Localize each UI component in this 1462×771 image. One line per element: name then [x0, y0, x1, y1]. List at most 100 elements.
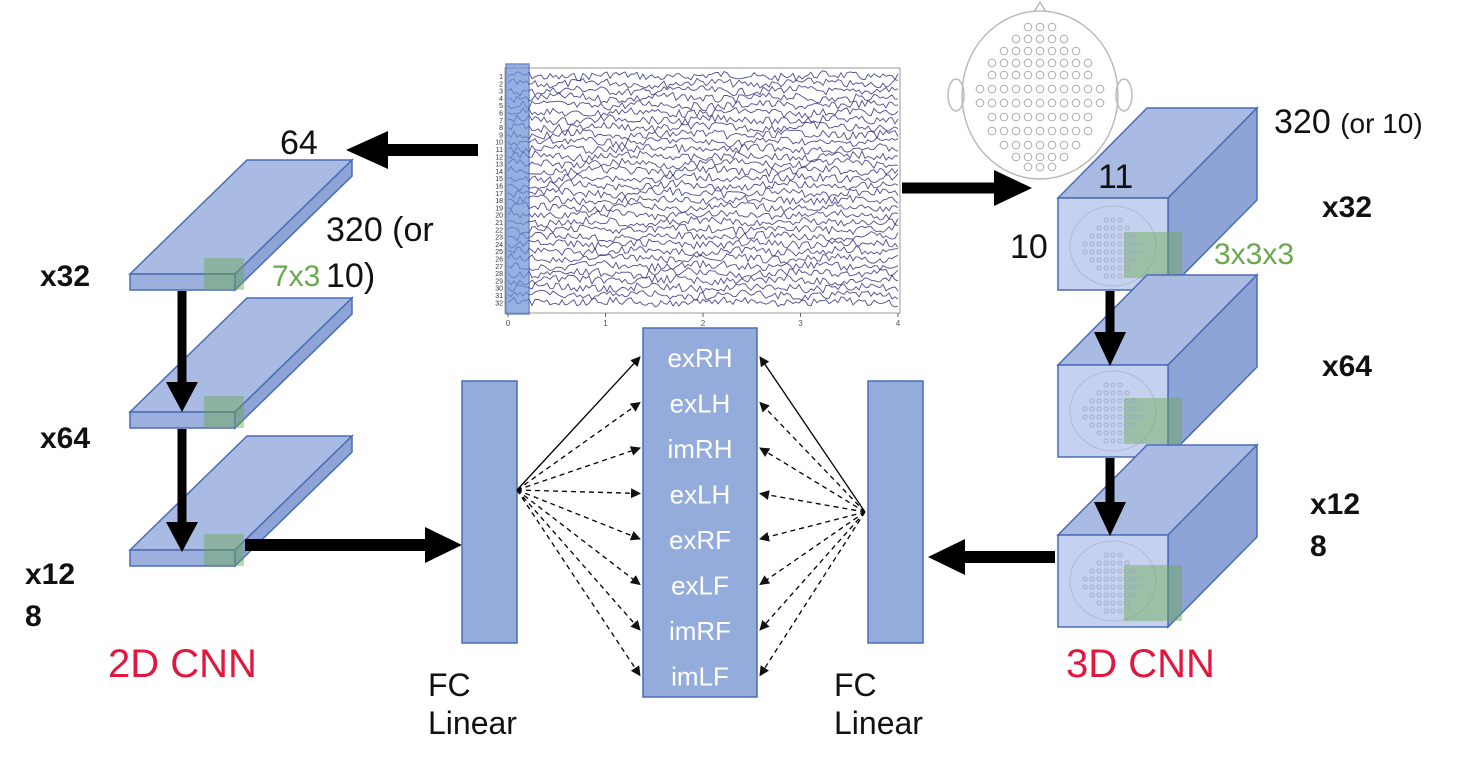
left-layer-x64: x64 [40, 422, 91, 455]
electrode-dot [1023, 152, 1033, 162]
cube-electrode-dot [1082, 414, 1088, 420]
cube-electrode-dot [1082, 249, 1088, 255]
cube-electrode-dot [1131, 398, 1137, 404]
electrode-dot [1023, 70, 1033, 80]
electrode-dot [1059, 126, 1069, 136]
cube-electrode-dot [1124, 225, 1130, 231]
fc-right-connection [759, 511, 866, 542]
electrode-dot [1023, 98, 1033, 108]
eeg-trace [507, 245, 899, 257]
cube-electrode-dot [1110, 608, 1116, 614]
cube-electrode-dot [1096, 225, 1102, 231]
left-input-dim-320-line2: 10) [326, 257, 376, 295]
electrode-dot [1035, 98, 1045, 108]
electrode-dot [1011, 112, 1021, 122]
eeg-time-tick: 3 [798, 319, 803, 328]
cube-electrode-dot [1096, 560, 1102, 566]
electrode-dot [1023, 126, 1033, 136]
cube-electrode-dot [1117, 382, 1123, 388]
eeg-channel-label: 16 [495, 184, 503, 191]
electrode-dot [1083, 126, 1093, 136]
eeg-trace [507, 216, 899, 228]
right-layer-x32: x32 [1322, 191, 1373, 224]
class-label-5: exLF [671, 571, 729, 601]
cube-electrode-dot [1110, 382, 1116, 388]
electrode-dot [1035, 70, 1045, 80]
cube-electrode-dot [1117, 608, 1123, 614]
left-layer-x32: x32 [40, 260, 91, 293]
electrode-dot [1059, 98, 1069, 108]
cube-electrode-dot [1131, 568, 1137, 574]
electrode-dot [1095, 98, 1105, 108]
cube-electrode-dot [1110, 592, 1116, 598]
eeg-trace [507, 121, 899, 134]
right-input-dim-320-value: 320 [1274, 103, 1331, 141]
eeg-channel-labels: 1234567891011121314151617181920212223242… [495, 74, 503, 307]
electrode-dot [1047, 126, 1057, 136]
eeg-channel-label: 22 [495, 227, 503, 234]
right-dim-10: 10 [1010, 228, 1048, 266]
cube-electrode-dot [1117, 273, 1123, 279]
eeg-channel-label: 24 [495, 242, 503, 249]
cube-electrode-dot [1096, 422, 1102, 428]
left-2d-cnn [128, 158, 462, 568]
eeg-trace [507, 70, 899, 83]
cube-electrode-dot [1110, 576, 1116, 582]
electrode-dot [1083, 98, 1093, 108]
eeg-channel-label: 3 [499, 89, 503, 96]
cube-electrode-dot [1110, 390, 1116, 396]
electrode-dot [1047, 152, 1057, 162]
fc-right-connection [759, 356, 866, 513]
eeg-trace [507, 149, 899, 162]
eeg-trace [507, 136, 899, 148]
eeg-trace [507, 91, 899, 105]
cube-electrode-dot [1110, 225, 1116, 231]
electrode-dot [987, 112, 997, 122]
electrode-dot [1059, 152, 1069, 162]
cube-electrode-dot [1096, 430, 1102, 436]
electrode-dot [1011, 70, 1021, 80]
cube-electrode-dot [1117, 265, 1123, 271]
slab-layer-1 [128, 158, 354, 292]
cube-electrode-dot [1124, 600, 1130, 606]
eeg-trace [507, 296, 899, 308]
fc-left-connection [516, 446, 641, 491]
cube-electrode-dot [1117, 398, 1123, 404]
eeg-channel-label: 21 [495, 220, 503, 227]
eeg-channel-label: 14 [495, 169, 503, 176]
cube-electrode-dot [1124, 398, 1130, 404]
cube-layer-3 [1056, 443, 1259, 629]
electrode-dot [987, 70, 997, 80]
eeg-time-tick: 2 [701, 319, 706, 328]
cube-electrode-dot [1096, 398, 1102, 404]
cube-electrode-dot [1110, 600, 1116, 606]
fc-right-connection [759, 447, 866, 513]
cube-electrode-dot [1089, 414, 1095, 420]
electrode-dot [1023, 112, 1033, 122]
cube-electrode-dot [1110, 422, 1116, 428]
fc-left-line2: Linear [428, 705, 517, 741]
class-label-1: exLH [670, 389, 731, 419]
fc-left-connection [516, 489, 641, 631]
cube-electrode-dot [1103, 225, 1109, 231]
electrode-dot [975, 84, 985, 94]
electrode-dot [1071, 112, 1081, 122]
cube-electrode-dot [1096, 584, 1102, 590]
cube-electrode-dot [1124, 414, 1130, 420]
cube-electrode-dot [1096, 568, 1102, 574]
cube-electrode-dot [1089, 398, 1095, 404]
cube-electrode-dot [1138, 584, 1144, 590]
cube-electrode-dot [1103, 584, 1109, 590]
cube-electrode-dot [1103, 273, 1109, 279]
cube-electrode-dot [1103, 552, 1109, 558]
electrode-dot [1023, 140, 1033, 150]
cube-electrode-dot [1110, 584, 1116, 590]
electrode-dot [1035, 22, 1045, 32]
cube-electrode-dot [1131, 414, 1137, 420]
cube-electrode-dot [1096, 241, 1102, 247]
electrode-dot [1047, 112, 1057, 122]
electrode-dot [1047, 140, 1057, 150]
eeg-channel-label: 1 [499, 74, 503, 81]
electrode-dot [1071, 70, 1081, 80]
